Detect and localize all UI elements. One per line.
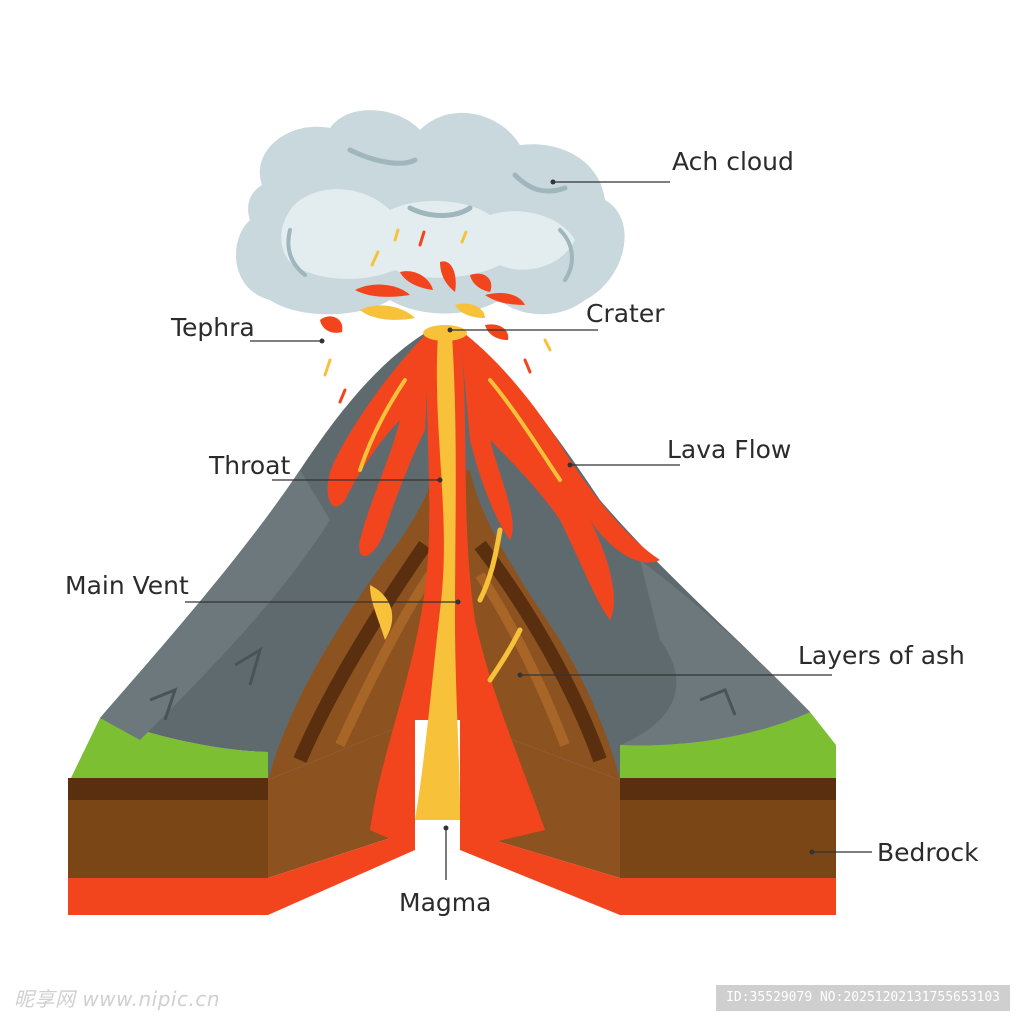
crater-glow: [423, 325, 467, 341]
lava-flow: [327, 330, 660, 620]
tephra: [320, 228, 552, 404]
label-magma: Magma: [399, 888, 491, 917]
watermark-id: ID:35529079 NO:20251202131755653103: [716, 985, 1010, 1011]
labels: Ach cloud Tephra Crater Throat Lava Flow…: [65, 147, 979, 917]
label-bedrock: Bedrock: [877, 838, 979, 867]
ground-block: [68, 712, 836, 915]
label-throat: Throat: [208, 451, 290, 480]
label-layers-of-ash: Layers of ash: [798, 641, 965, 670]
leader-lines: [185, 179, 872, 880]
label-tephra: Tephra: [170, 313, 255, 342]
magma-column: [370, 330, 545, 850]
ash-cloud: [236, 110, 625, 315]
label-main-vent: Main Vent: [65, 571, 189, 600]
label-crater: Crater: [586, 299, 665, 328]
label-lava-flow: Lava Flow: [667, 435, 791, 464]
label-ash-cloud: Ach cloud: [672, 147, 794, 176]
watermark-site: 昵享网 www.nipic.cn: [14, 987, 221, 1011]
